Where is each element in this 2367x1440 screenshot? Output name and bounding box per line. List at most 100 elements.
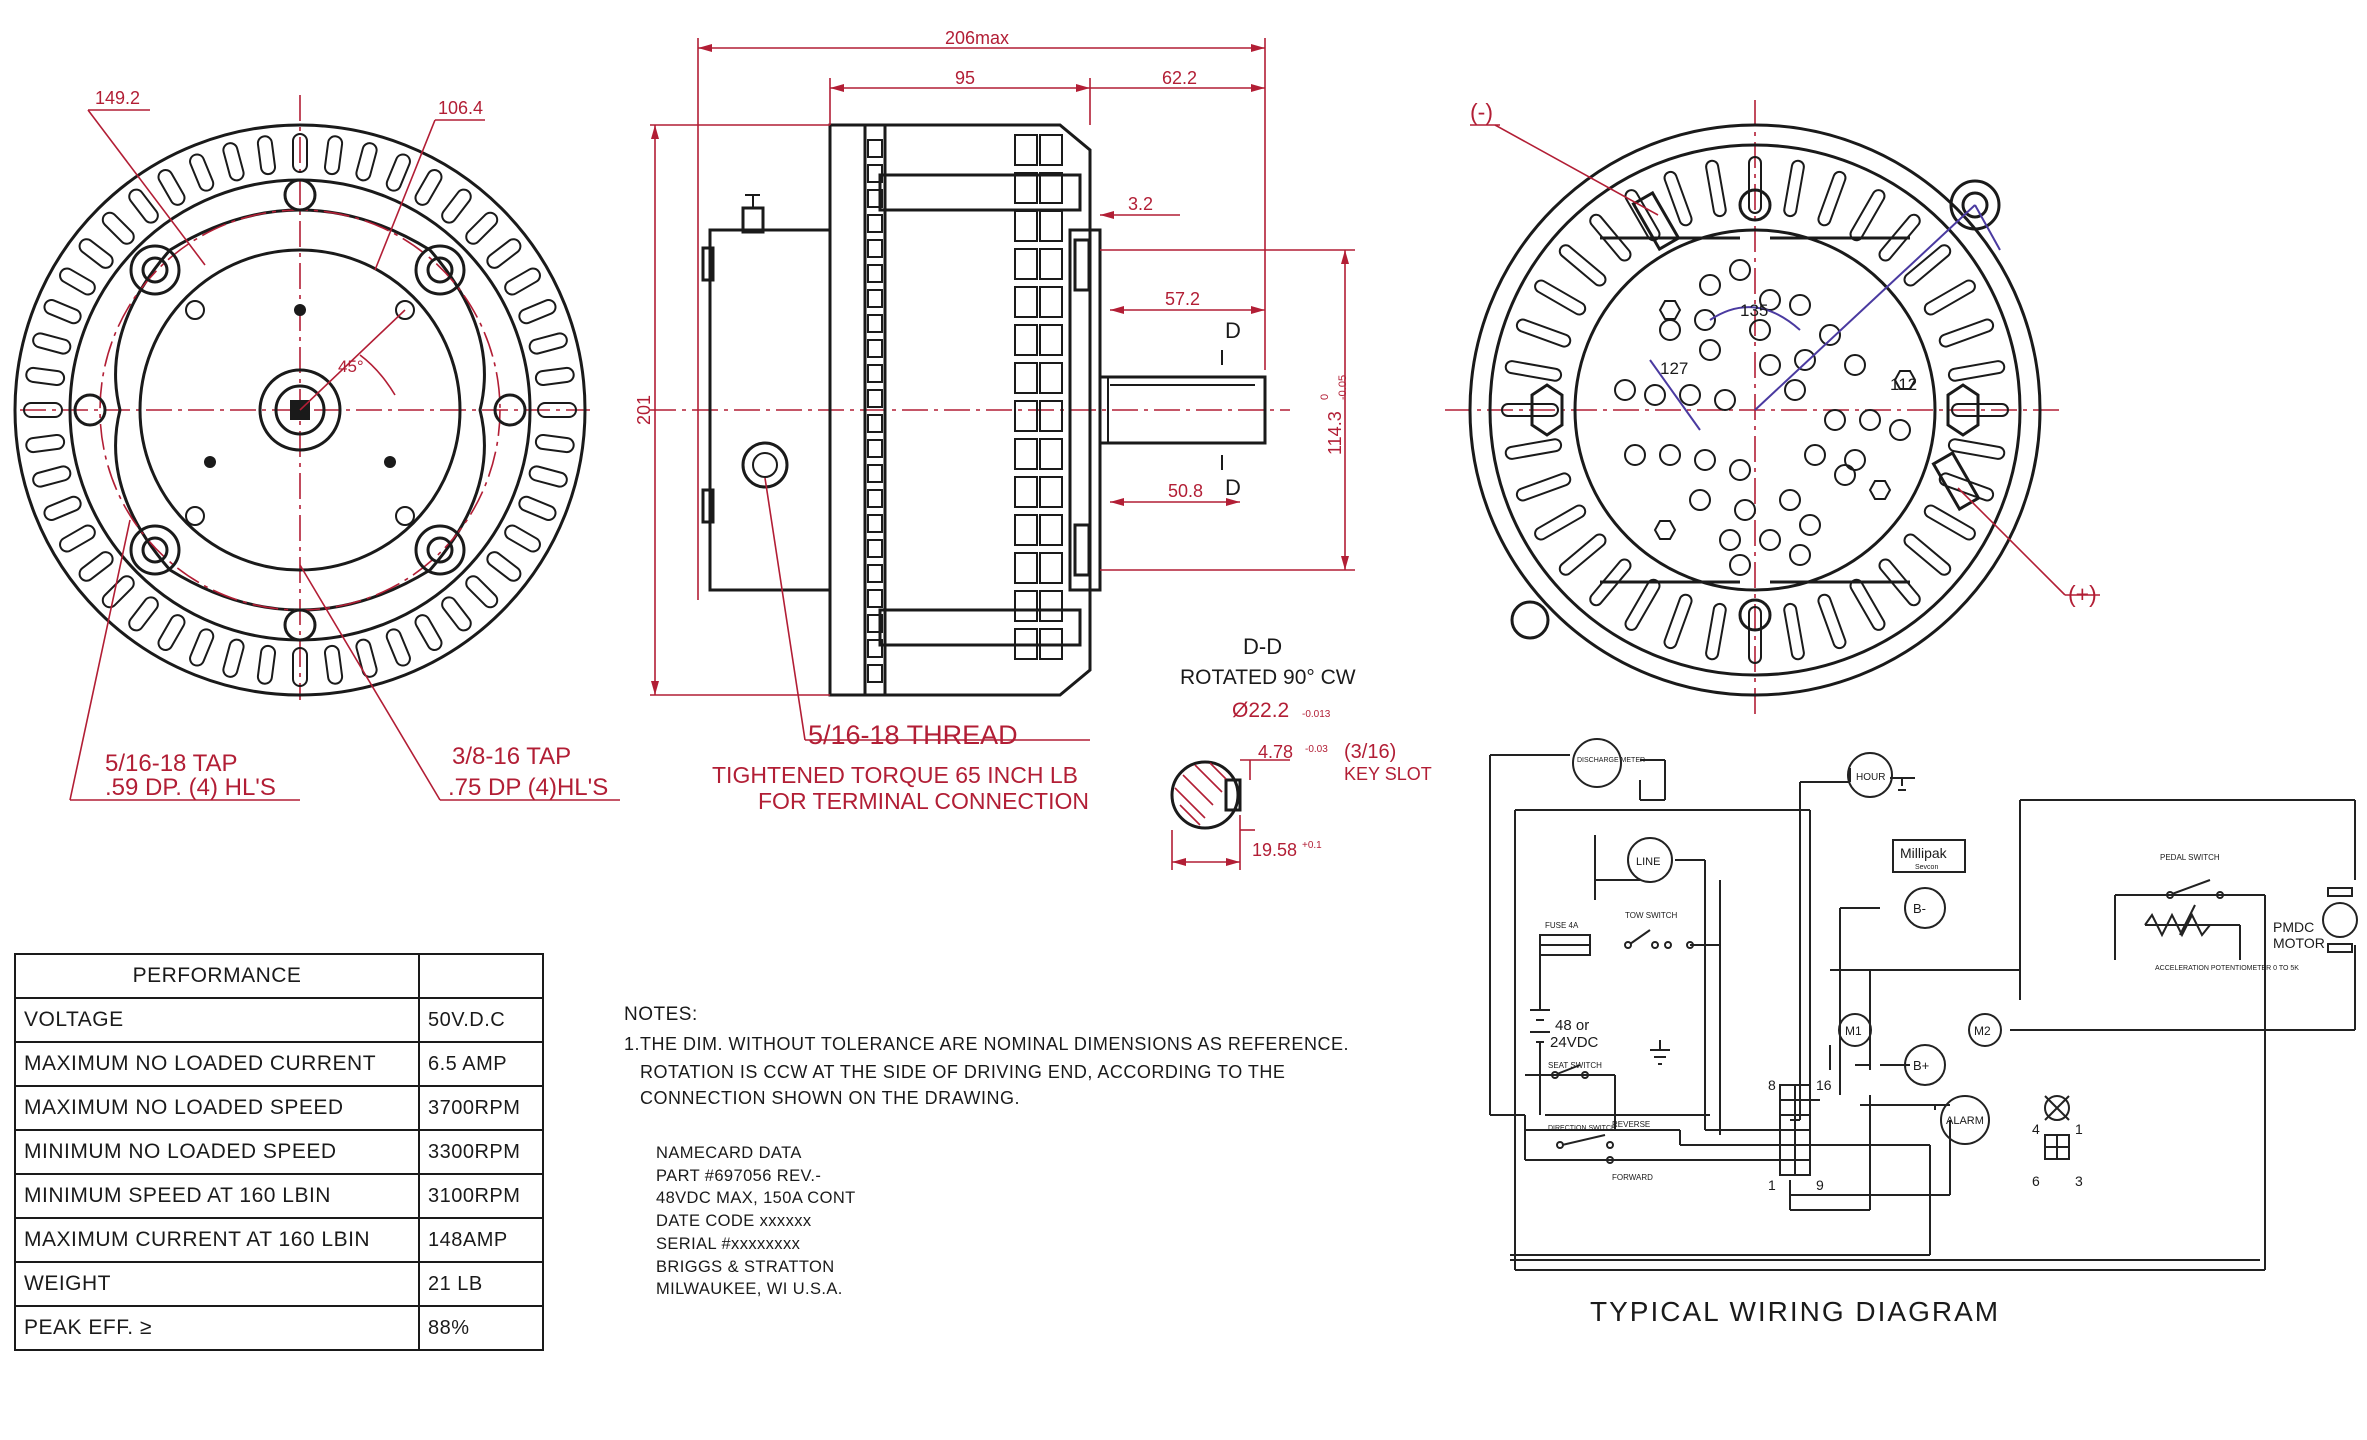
rear-bolt-hole: [1738, 598, 1772, 632]
row-label: MAXIMUM NO LOADED SPEED: [14, 1085, 420, 1131]
cooling-slot: [1589, 213, 1632, 262]
cooling-slot: [189, 628, 215, 667]
pin-16: 16: [1816, 1077, 1832, 1093]
cooling-slot: [128, 188, 159, 224]
cooling-slot: [128, 596, 159, 632]
m2-label: M2: [1974, 1024, 1991, 1038]
millipak-controller: [1892, 839, 1966, 873]
rib: [1014, 134, 1038, 166]
hex-nut: [1868, 480, 1892, 500]
rib: [867, 489, 883, 508]
cooling-slot: [534, 433, 575, 454]
cooling-slot: [486, 238, 522, 269]
dim-shaft-short: 50.8: [1168, 481, 1203, 501]
tap-left-line2: .59 DP. (4) HL'S: [105, 774, 276, 801]
direction-switch-label: DIRECTION SWITCH: [1548, 1125, 1616, 1132]
rib: [1039, 362, 1063, 394]
cooling-slot: [504, 267, 541, 296]
vent-hole: [1789, 544, 1811, 566]
conn-6: 6: [2032, 1173, 2040, 1189]
m1-terminal: [1838, 1013, 1872, 1047]
mount-hole: [283, 178, 317, 212]
vent-hole: [1614, 379, 1636, 401]
rib: [867, 164, 883, 183]
torque-line2: FOR TERMINAL CONNECTION: [758, 788, 1089, 814]
cooling-slot: [414, 169, 443, 206]
dim-shaft-length: 57.2: [1165, 289, 1200, 309]
vent-hole: [1859, 409, 1881, 431]
rib: [867, 264, 883, 283]
notes-title: NOTES:: [624, 1004, 698, 1025]
rear-bolt-hole: [1738, 188, 1772, 222]
row-value: 3700RPM: [418, 1085, 544, 1131]
rib: [1039, 514, 1063, 546]
vent-hole: [1759, 529, 1781, 551]
cooling-slot: [385, 628, 411, 667]
front-outer-ring: [13, 123, 587, 697]
vent-hole: [1794, 349, 1816, 371]
vent-hole: [1714, 389, 1736, 411]
rib: [1014, 590, 1038, 622]
motor-label: MOTOR: [2273, 935, 2325, 951]
rib: [867, 289, 883, 308]
row-label: MINIMUM SPEED AT 160 LBIN: [14, 1173, 420, 1219]
rib: [867, 439, 883, 458]
namecard-date: DATE CODE xxxxxx: [656, 1212, 812, 1231]
cooling-slot: [1817, 170, 1847, 227]
b-plus-label: B+: [1913, 1058, 1929, 1073]
wiring-diagram-title: TYPICAL WIRING DIAGRAM: [1590, 1296, 2001, 1327]
front-flange-plate: [114, 208, 486, 612]
key-frac: (3/16): [1344, 741, 1396, 763]
sevcon-label: Sevcon: [1915, 864, 1938, 871]
row-label: MAXIMUM NO LOADED CURRENT: [14, 1041, 420, 1087]
rib: [867, 364, 883, 383]
rib: [1014, 400, 1038, 432]
b-plus-terminal: [1904, 1044, 1946, 1086]
namecard-title: NAMECARD DATA: [656, 1144, 802, 1162]
dim-pilot-tol-lower: -0.05: [1337, 375, 1349, 400]
cooling-slot: [23, 402, 63, 418]
vent-hole: [1799, 514, 1821, 536]
pmdc-label: PMDC: [2273, 919, 2314, 935]
b-minus-label: B-: [1913, 901, 1926, 916]
hour-label: HOUR: [1856, 772, 1885, 783]
rib: [867, 314, 883, 333]
row-label: MAXIMUM CURRENT AT 160 LBIN: [14, 1217, 420, 1263]
mount-hole: [493, 393, 527, 427]
m1-label: M1: [1845, 1024, 1862, 1038]
cooling-slot: [1849, 189, 1886, 242]
key-label: KEY SLOT: [1344, 764, 1432, 784]
cooling-slot: [1504, 438, 1563, 460]
cooling-slot: [1501, 403, 1559, 417]
vent-hole: [1784, 379, 1806, 401]
cooling-slot: [1849, 578, 1886, 631]
dim-112: 112: [1890, 375, 1917, 394]
cooling-slot: [59, 267, 96, 296]
cooling-slot: [1951, 403, 2009, 417]
pin-8: 8: [1768, 1077, 1776, 1093]
tap-right-line2: .75 DP (4)HL'S: [448, 774, 608, 801]
pin-1: 1: [1768, 1177, 1776, 1193]
dim-front-length: 62.2: [1162, 68, 1197, 88]
cooling-slot: [1515, 318, 1572, 348]
forward-label: FORWARD: [1612, 1173, 1653, 1182]
cooling-slot: [1504, 360, 1563, 382]
namecard-serial: SERIAL #xxxxxxxx: [656, 1234, 801, 1253]
namecard-city: MILWAUKEE, WI U.S.A.: [656, 1280, 843, 1299]
row-value: 50V.D.C: [418, 997, 544, 1043]
front-cooling-slots: [23, 133, 577, 687]
vent-hole: [1824, 409, 1846, 431]
rib: [867, 664, 883, 683]
rib: [1014, 286, 1038, 318]
cooling-slot: [189, 153, 215, 192]
rib: [1039, 476, 1063, 508]
cooling-slot: [1938, 318, 1995, 348]
rib: [867, 514, 883, 533]
wiring-diagram: DISCHARGE METER HOUR LINE Millipak Sevco…: [1489, 738, 2358, 1271]
cooling-slot: [1624, 578, 1661, 631]
rib: [867, 414, 883, 433]
